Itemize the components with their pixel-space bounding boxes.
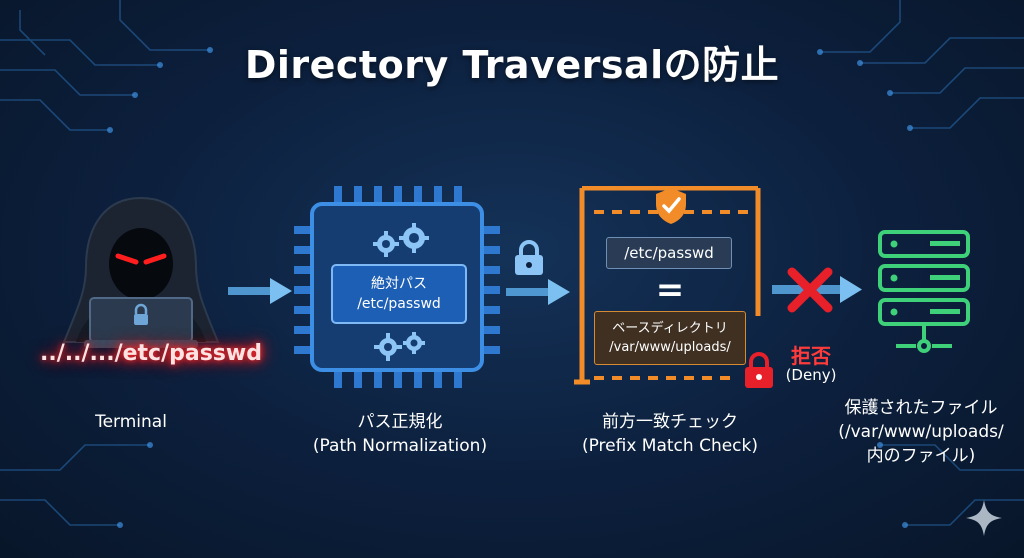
gear-icon bbox=[374, 332, 425, 361]
equals-operator: = bbox=[655, 270, 685, 310]
checked-path-box: /etc/passwd bbox=[606, 237, 732, 269]
protected-files-caption: 保護されたファイル (/var/www/uploads/ 内のファイル) bbox=[818, 396, 1024, 468]
protected-caption-line3: 内のファイル) bbox=[866, 446, 976, 466]
absolute-path-box: 絶対パス /etc/passwd bbox=[331, 264, 467, 324]
base-directory-path: /var/www/uploads/ bbox=[609, 340, 731, 355]
absolute-path-label: 絶対パス bbox=[371, 276, 427, 292]
terminal-caption: Terminal bbox=[95, 412, 167, 432]
normalization-caption-en: (Path Normalization) bbox=[312, 436, 488, 456]
laptop-icon bbox=[84, 297, 198, 348]
page-title: Directory Traversalの防止 bbox=[244, 43, 780, 87]
attack-path-text: ../../.../etc/passwd bbox=[40, 341, 262, 366]
prefix-check-caption-jp: 前方一致チェック bbox=[602, 412, 738, 432]
lock-icon bbox=[745, 352, 773, 388]
flow-arrow-2 bbox=[506, 279, 570, 305]
sparkle-icon bbox=[966, 500, 1002, 536]
protected-caption-line2: (/var/www/uploads/ bbox=[838, 422, 1004, 442]
flow-arrow-1 bbox=[228, 278, 292, 304]
prefix-check-caption-en: (Prefix Match Check) bbox=[581, 436, 759, 456]
lock-icon bbox=[515, 240, 543, 275]
normalization-caption: パス正規化 (Path Normalization) bbox=[300, 410, 500, 458]
normalization-caption-jp: パス正規化 bbox=[357, 412, 443, 432]
protected-caption-line1: 保護されたファイル bbox=[844, 398, 998, 418]
base-directory-box: ベースディレクトリ /var/www/uploads/ bbox=[594, 311, 746, 365]
deny-label: 拒否 bbox=[791, 344, 831, 368]
cross-icon bbox=[787, 267, 833, 313]
shield-check-icon bbox=[656, 188, 686, 224]
base-directory-label: ベースディレクトリ bbox=[612, 321, 728, 336]
server-icon bbox=[878, 230, 970, 353]
absolute-path-value: /etc/passwd bbox=[357, 296, 441, 312]
prefix-check-caption: 前方一致チェック (Prefix Match Check) bbox=[570, 410, 770, 458]
gear-icon bbox=[373, 223, 429, 257]
deny-sub-label: (Deny) bbox=[785, 366, 837, 384]
